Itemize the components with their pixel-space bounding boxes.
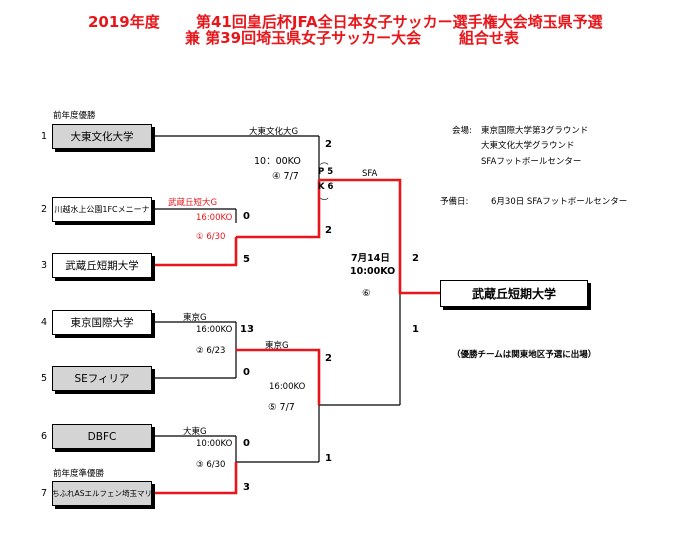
match3-venue: 大東G bbox=[183, 427, 207, 437]
seed-number: 4 bbox=[41, 317, 48, 328]
final-score-bottom: 1 bbox=[412, 324, 419, 335]
prev-winner-label: 前年度優勝 bbox=[53, 111, 96, 121]
match4-score-bottom: 2 bbox=[325, 225, 332, 236]
match5-time: 16:00KO bbox=[269, 382, 306, 392]
title-year: 2019年度 bbox=[88, 13, 160, 31]
seed-number: 6 bbox=[41, 431, 48, 442]
match2-score-bottom: 0 bbox=[243, 367, 250, 378]
team-box: DBFC bbox=[52, 424, 152, 449]
reserve-day-value: 6月30日 SFAフットボールセンター bbox=[491, 197, 628, 207]
match5-score-bottom: 1 bbox=[325, 453, 332, 464]
qualification-note: （優勝チームは関東地区予選に出場） bbox=[452, 350, 597, 360]
match1-score-top: 0 bbox=[243, 211, 250, 222]
match5-score-top: 2 bbox=[325, 353, 332, 364]
final-number: ⑥ bbox=[362, 288, 371, 299]
title-main: 第41回皇后杯JFA全日本女子サッカー選手権大会埼玉県予選 bbox=[196, 13, 603, 31]
venue-item: 大東文化大学グラウンド bbox=[481, 141, 575, 151]
venue-item: SFAフットボールセンター bbox=[481, 157, 582, 167]
match2-venue: 東京G bbox=[183, 313, 207, 323]
team-box: ちふれASエルフェン埼玉マリ bbox=[52, 481, 152, 506]
seed-number: 1 bbox=[41, 131, 48, 142]
final-venue: SFA bbox=[362, 169, 378, 179]
team-box: 武蔵丘短期大学 bbox=[52, 253, 152, 278]
match1-number-date: ① 6/30 bbox=[196, 232, 226, 242]
match4-paren-open: ︵ bbox=[320, 157, 329, 167]
match3-number-date: ③ 6/30 bbox=[196, 460, 226, 470]
title-chart-label: 組合せ表 bbox=[459, 29, 520, 47]
champion-box: 武蔵丘短期大学 bbox=[440, 280, 588, 307]
seed-number: 3 bbox=[41, 260, 48, 271]
match2-number-date: ② 6/23 bbox=[196, 346, 226, 356]
match5-number-date: ⑤ 7/7 bbox=[268, 402, 295, 413]
match3-time: 10:00KO bbox=[196, 439, 233, 449]
match4-time: 10：00KO bbox=[254, 156, 301, 167]
seed-number: 2 bbox=[41, 204, 48, 215]
seed-number: 7 bbox=[41, 488, 48, 499]
prev-runner-up-label: 前年度準優勝 bbox=[53, 469, 105, 479]
reserve-day-label: 予備日: bbox=[440, 197, 469, 207]
match4-pk-bottom: K 6 bbox=[318, 182, 334, 192]
match2-score-top: 13 bbox=[240, 324, 254, 335]
match1-time: 16:00KO bbox=[196, 213, 233, 223]
title-sub: 兼 第39回埼玉県女子サッカー大会 bbox=[185, 29, 422, 47]
match1-venue: 武蔵丘短大G bbox=[168, 198, 218, 208]
match4-pk-top: P 5 bbox=[318, 167, 334, 177]
match3-score-bottom: 3 bbox=[243, 482, 250, 493]
team-box: 大東文化大学 bbox=[52, 124, 152, 149]
venue-item: 東京国際大学第3グラウンド bbox=[481, 126, 589, 136]
team-box: 東京国際大学 bbox=[52, 310, 152, 335]
final-time: 10:00KO bbox=[350, 266, 396, 277]
team-box: SEフィリア bbox=[52, 366, 152, 391]
match3-score-top: 0 bbox=[243, 438, 250, 449]
final-score-top: 2 bbox=[412, 253, 419, 264]
venue-label: 会場: bbox=[452, 126, 472, 136]
seed-number: 5 bbox=[41, 373, 48, 384]
match5-venue: 東京G bbox=[265, 341, 289, 351]
team-box: 川越水上公園1FCメニーナ bbox=[52, 197, 152, 222]
final-date: 7月14日 bbox=[351, 253, 390, 264]
match2-time: 16:00KO bbox=[196, 325, 233, 335]
match1-score-bottom: 5 bbox=[243, 254, 250, 265]
match4-score-top: 2 bbox=[325, 139, 332, 150]
match4-paren-close: ︶ bbox=[320, 198, 329, 208]
match4-number-date: ④ 7/7 bbox=[272, 171, 299, 182]
match4-venue: 大東文化大G bbox=[249, 127, 299, 137]
